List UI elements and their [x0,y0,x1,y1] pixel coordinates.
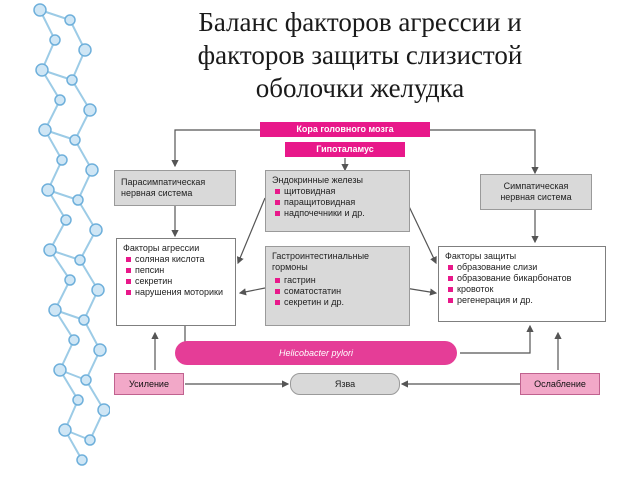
list-item: секретин и др. [275,297,403,308]
connector-lines [151,129,562,388]
hypothalamus-label: Гипоталамус [316,144,374,154]
list-item: соматостатин [275,286,403,297]
sympathetic-label: Симпатическая нервная система [500,181,572,202]
list-item: кровоток [448,284,599,295]
list-item: образование слизи [448,262,599,273]
aggression-box: Факторы агрессии соляная кислота пепсин … [116,238,236,326]
list-item: регенерация и др. [448,295,599,306]
aggression-title: Факторы агрессии [123,243,200,253]
list-item: пепсин [126,265,229,276]
list-item: паращитовидная [275,197,403,208]
list-item: соляная кислота [126,254,229,265]
list-item: секретин [126,276,229,287]
parasympathetic-box: Парасимпатическая нервная система [114,170,236,206]
endocrine-title: Эндокринные железы [272,175,363,185]
protection-title: Факторы защиты [445,251,517,261]
molecule-chain-decoration [33,3,110,466]
strengthening-label: Усиление [129,379,169,389]
page-title: Баланс факторов агрессии и факторов защи… [197,7,523,103]
cortex-box: Кора головного мозга [260,122,430,137]
ulcer-label: Язва [334,379,356,389]
list-item: надпочечники и др. [275,208,403,219]
weakening-label: Ослабление [534,379,586,389]
protection-box: Факторы защиты образование слизи образов… [438,246,606,322]
gastro-hormones-box: Гастроинтестинальные гормоны гастрин сом… [265,246,410,326]
endocrine-box: Эндокринные железы щитовидная паращитови… [265,170,410,232]
list-item: щитовидная [275,186,403,197]
regulation-diagram: Кора головного мозга Гипоталамус Парасим… [110,118,610,408]
list-item: образование бикарбонатов [448,273,599,284]
strengthening-box: Усиление [114,373,184,395]
weakening-box: Ослабление [520,373,600,395]
list-item: гастрин [275,275,403,286]
parasympathetic-label: Парасимпатическая нервная система [121,177,206,198]
list-item: нарушения моторики [126,287,229,298]
ulcer-box: Язва [290,373,400,395]
helicobacter-pill: Helicobacter pylori [175,341,457,365]
gastro-title: Гастроинтестинальные гормоны [272,251,370,272]
cortex-label: Кора головного мозга [296,124,394,134]
hypothalamus-box: Гипоталамус [285,142,405,157]
sympathetic-box: Симпатическая нервная система [480,174,592,210]
